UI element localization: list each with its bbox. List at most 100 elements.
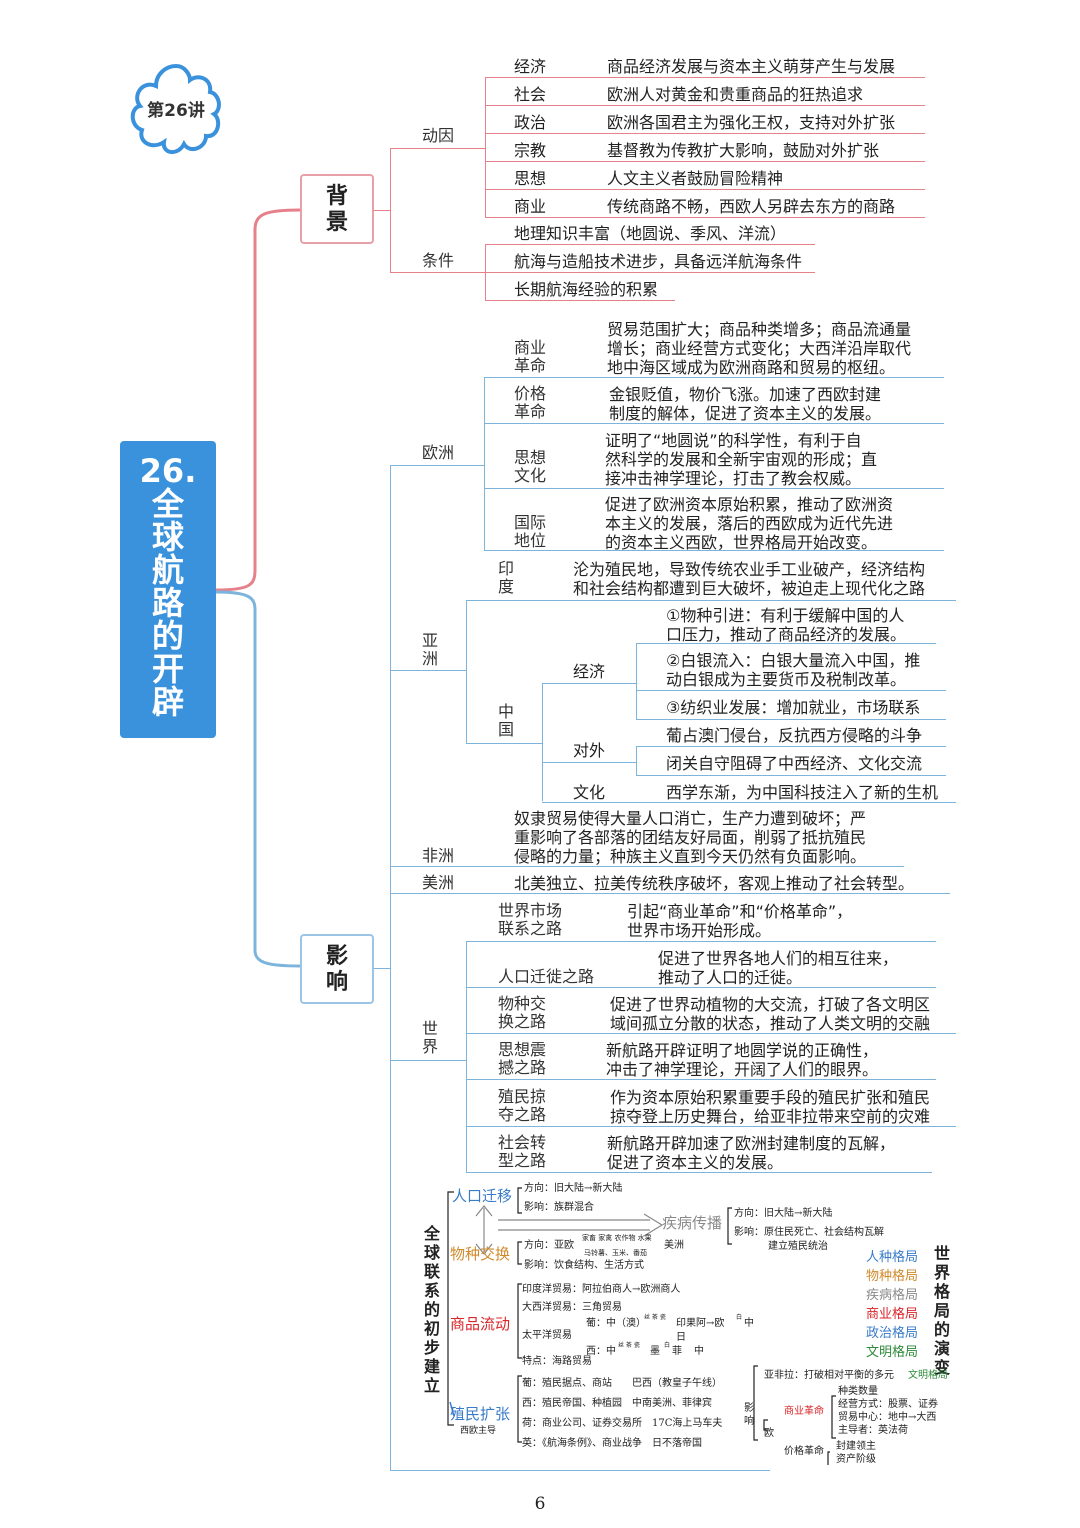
europe-text-commerce: 贸易范围扩大；商品种类增多；商品流通量 增长；商业经营方式变化；大西洋沿岸取代 … [607, 320, 912, 377]
china-economy-1: ①物种引进：有利于缓解中国的人 口压力，推动了商品经济的发展。 [666, 606, 907, 644]
background-branch-line [390, 148, 391, 272]
condition-2: 航海与造船技术进步，具备远洋航海条件 [514, 252, 803, 271]
world-key-market: 世界市场 联系之路 [498, 901, 563, 938]
asia-label: 亚 洲 [422, 631, 439, 668]
mini-migration-effect: 影响：族群混合 [524, 1202, 594, 1213]
motive-key-economy: 经济 [514, 57, 547, 76]
world-key-species: 物种交 换之路 [498, 994, 547, 1031]
page-number: 6 [534, 1494, 546, 1514]
mini-goods-p1b: 印果阿→欧 [676, 1318, 725, 1329]
mini-species-note1: 家畜 家禽 农作物 水果 [582, 1234, 652, 1242]
world-text-market: 引起“商业革命”和“价格革命”， 世界市场开始形成。 [627, 902, 853, 940]
mini-goods-p3c: 菲 [672, 1346, 682, 1357]
mini-price-2: 资产阶级 [836, 1454, 876, 1465]
world-text-species: 促进了世界动植物的大交流，打破了各文明区 域间孤立分散的状态，推动了人类文明的交… [610, 995, 931, 1033]
mini-goods-p2: 日 [676, 1332, 686, 1343]
pattern-item: 疾病格局 [866, 1288, 919, 1303]
impact-branch-line [390, 465, 391, 1470]
mini-colonial-4: 英：《航海条例》、商业战争 日不落帝国 [522, 1438, 702, 1449]
world-key-migration: 人口迁徙之路 [498, 967, 595, 986]
world-text-migration: 促进了世界各地人们的相互往来， 推动了人口的迁徙。 [658, 949, 899, 987]
mini-migration-dir: 方向：旧大陆→新大陆 [524, 1183, 623, 1194]
mini-goods-3: 太平洋贸易 [522, 1330, 572, 1341]
mini-goods-1: 印度洋贸易：阿拉伯商人→欧洲商人 [522, 1284, 681, 1295]
mini-species-label: 物种交换 [450, 1245, 511, 1263]
condition-3: 长期航海经验的积累 [514, 280, 659, 299]
mini-comm-4: 主导者：英法荷 [838, 1425, 908, 1436]
mini-influence-label: 影 响 [744, 1403, 754, 1427]
africa-text: 奴隶贸易使得大量人口消亡，生产力遭到破坏；严 重影响了各部落的团结友好局面，削弱… [514, 809, 867, 866]
china-economy-3: ③纺织业发展：增加就业，市场联系 [666, 698, 921, 717]
europe-text-price: 金银贬值，物价飞涨。加速了西欧封建 制度的解体，促进了资本主义的发展。 [609, 385, 882, 423]
china-key: 中 国 [498, 702, 515, 739]
mini-map-lines [447, 1187, 836, 1465]
mini-species-effect: 影响：饮食结构、生活方式 [524, 1260, 644, 1271]
motive-key-politics: 政治 [514, 113, 547, 132]
mini-influence-europe: 欧 [764, 1428, 774, 1439]
mini-colonial-sub: 西欧主导 [460, 1426, 497, 1436]
pattern-item: 人种格局 [866, 1250, 919, 1265]
motive-text-commerce: 传统商路不畅，西欧人另辟去东方的商路 [607, 197, 896, 216]
main-title: 26. 全 球 航 路 的 开 辟 [120, 441, 216, 738]
mini-goods-small4: 白 [664, 1342, 671, 1349]
motive-key-society: 社会 [514, 85, 547, 104]
mini-goods-small2: 白 [736, 1314, 743, 1321]
africa-label: 非洲 [422, 846, 455, 865]
mini-influence-commerce: 商业革命 [784, 1406, 824, 1417]
mini-price-1: 封建领主 [836, 1441, 876, 1452]
mini-goods-small1: 丝 茶 瓷 [644, 1314, 666, 1321]
america-label: 美洲 [422, 873, 455, 892]
motive-key-religion: 宗教 [514, 141, 547, 160]
europe-key-commerce: 商业 革命 [514, 338, 547, 375]
cloud-badge-icon [130, 63, 221, 154]
mini-goods-p3b: 墨 [650, 1346, 660, 1357]
mini-comm-3: 贸易中心：地中→大西 [838, 1412, 937, 1423]
lecture-number: 第26讲 [147, 101, 205, 121]
mini-influence-civ: 文明格局 [908, 1370, 948, 1381]
world-text-colonial: 作为资本原始积累重要手段的殖民扩张和殖民 掠夺登上历史舞台，给亚非拉带来空前的灾… [610, 1088, 931, 1126]
mini-goods-p1: 葡：中（澳） [586, 1318, 646, 1329]
china-foreign-label: 对外 [573, 741, 606, 760]
motive-label: 动因 [422, 126, 455, 145]
mini-right-title: 世 界 格 局 的 演 变 [934, 1244, 951, 1377]
mini-goods-label: 商品流动 [450, 1315, 511, 1333]
world-text-transform: 新航路开辟加速了欧洲封建制度的瓦解， 促进了资本主义的发展。 [607, 1134, 896, 1172]
china-culture-label: 文化 [573, 783, 606, 802]
mini-colonial-2: 西：殖民帝国、种植园 中南美洲、菲律宾 [522, 1398, 712, 1409]
mini-comm-2: 经营方式：股票、证券 [838, 1399, 938, 1410]
pattern-item: 商业格局 [866, 1307, 919, 1322]
lecture-badge: 第26讲 [128, 62, 224, 158]
mini-left-title: 全 球 联 系 的 初 步 建 立 [424, 1224, 441, 1395]
india-key: 印 度 [498, 559, 515, 596]
europe-key-price: 价格 革命 [514, 384, 547, 421]
world-text-thought: 新航路开辟证明了地圆学说的正确性， 冲击了神学理论，开阔了人们的眼界。 [606, 1041, 879, 1079]
mini-goods-p3d: 中 [694, 1346, 704, 1357]
china-foreign-1: 葡占澳门侵台，反抗西方侵略的斗争 [666, 726, 923, 745]
mini-disease-effect2: 建立殖民统治 [768, 1241, 828, 1252]
america-text: 北美独立、拉美传统秩序破坏，客观上推动了社会转型。 [514, 874, 915, 893]
mini-species-note2: 马铃薯、玉米、番茄 [584, 1249, 647, 1257]
pattern-item: 政治格局 [866, 1326, 919, 1341]
world-key-colonial: 殖民掠 夺之路 [498, 1087, 547, 1124]
china-economy-label: 经济 [573, 662, 606, 681]
europe-text-status: 促进了欧洲资本原始积累，推动了欧洲资 本主义的发展，落后的西欧成为近代先进 的资… [605, 495, 894, 552]
motive-text-economy: 商品经济发展与资本主义萌芽产生与发展 [607, 57, 896, 76]
motive-text-religion: 基督教为传教扩大影响，鼓励对外扩张 [607, 141, 880, 160]
china-foreign-2: 闭关自守阻碍了中西经济、文化交流 [666, 754, 923, 773]
china-culture-text: 西学东渐，为中国科技注入了新的生机 [666, 783, 939, 802]
mini-comm-1: 种类数量 [838, 1386, 878, 1397]
mini-influence-price: 价格革命 [784, 1446, 824, 1457]
global-connection-mini-map: 全 球 联 系 的 初 步 建 立 世 界 格 局 的 演 变 人口迁移 方向：… [418, 1180, 973, 1465]
mini-goods-small3: 丝 茶 瓷 [618, 1342, 640, 1349]
condition-1: 地理知识丰富（地圆说、季风、洋流） [514, 224, 787, 243]
mini-colonial-1: 葡：殖民据点、商站 巴西（教皇子午线） [522, 1378, 722, 1389]
pattern-item: 文明格局 [866, 1345, 919, 1360]
mini-colonial-label: 殖民扩张 [450, 1405, 511, 1423]
trunk-connectors [215, 208, 301, 968]
motive-key-commerce: 商业 [514, 197, 547, 216]
mini-species-to: 美洲 [664, 1240, 684, 1251]
europe-key-culture: 思想 文化 [514, 448, 547, 485]
pattern-item: 物种格局 [866, 1269, 919, 1284]
mini-migration-label: 人口迁移 [452, 1187, 513, 1205]
europe-key-status: 国际 地位 [514, 513, 547, 550]
